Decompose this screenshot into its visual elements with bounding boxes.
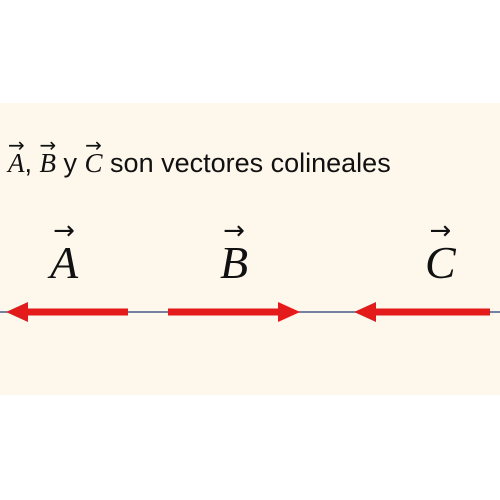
caption-vector-b: →B — [39, 133, 57, 178]
vector-a-label: → A — [50, 216, 79, 288]
vector-c-label: → C — [425, 216, 456, 288]
vector-c-overarrow: → — [429, 216, 452, 246]
diagram-background — [0, 103, 500, 395]
vector-a-arrowhead — [6, 302, 28, 322]
vector-b-overarrow: → — [223, 216, 245, 246]
vector-a-overarrow: → — [53, 216, 75, 246]
vector-b-arrowhead — [278, 302, 300, 322]
caption-vector-a: →A — [8, 133, 25, 178]
caption-text: →A, →B y →C son vectores colineales — [8, 133, 391, 178]
caption-vector-c: →C — [84, 133, 103, 178]
vector-b-label: → B — [220, 216, 249, 288]
vector-c-arrowhead — [354, 302, 376, 322]
